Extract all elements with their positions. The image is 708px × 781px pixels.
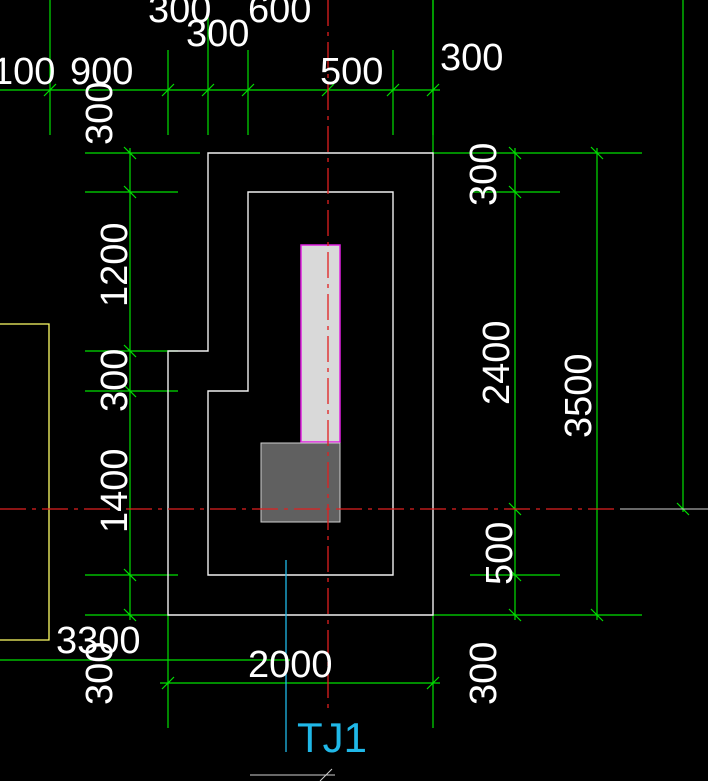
dimension-lines bbox=[0, 0, 684, 728]
dim-right-300-top: 300 bbox=[463, 143, 505, 206]
dim-left-1200: 1200 bbox=[94, 222, 136, 307]
footing-outer-outline bbox=[167, 152, 434, 616]
dim-right-3500: 3500 bbox=[558, 353, 600, 438]
dim-bottom-3300: 3300 bbox=[56, 620, 141, 662]
dim-top-c: 300 bbox=[186, 13, 249, 55]
dim-right-2400: 2400 bbox=[476, 320, 518, 405]
dim-bottom-300-left: 300 bbox=[79, 642, 121, 705]
dim-top-a: 300 bbox=[148, 0, 211, 31]
dim-left-300: 300 bbox=[94, 349, 136, 412]
dim-top-left-partial: 100 bbox=[0, 51, 55, 93]
tag-leader-slash bbox=[319, 768, 333, 781]
neighbor-footing-outline bbox=[0, 323, 50, 641]
wall-segment bbox=[300, 244, 341, 443]
dim-top-b: 600 bbox=[248, 0, 311, 31]
footing-inner-outline bbox=[207, 191, 394, 576]
dim-top-e: 500 bbox=[320, 51, 383, 93]
dim-left-1400: 1400 bbox=[94, 448, 136, 533]
dim-top-f: 300 bbox=[440, 37, 503, 79]
dim-bottom-300-right: 300 bbox=[463, 642, 505, 705]
dim-right-500: 500 bbox=[479, 522, 521, 585]
dim-left-top: 300 bbox=[79, 82, 121, 145]
dim-top-d: 900 bbox=[70, 51, 133, 93]
axis-lines bbox=[0, 0, 620, 710]
dim-bottom-2000: 2000 bbox=[248, 644, 333, 686]
foundation-tag: TJ1 bbox=[297, 714, 367, 761]
